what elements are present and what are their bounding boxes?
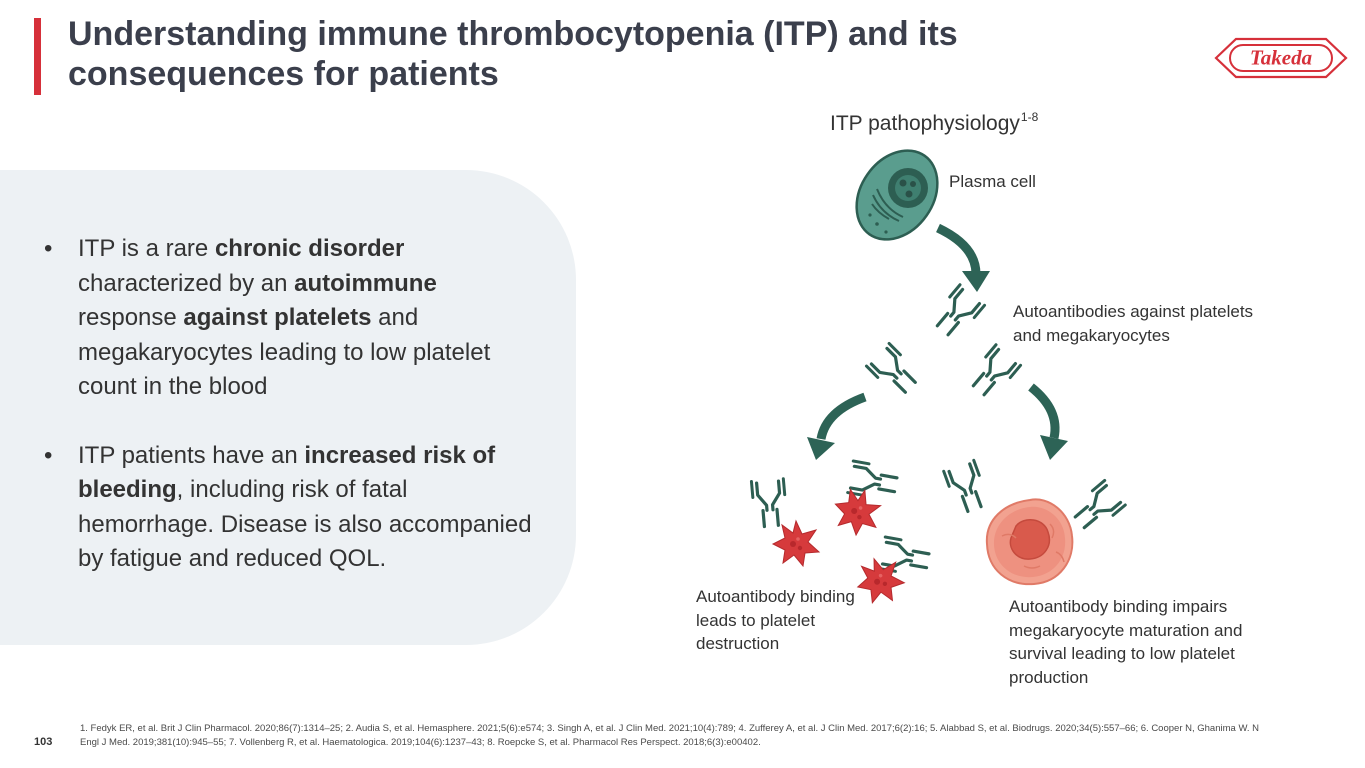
antibody-icon xyxy=(942,458,992,517)
megakaryocyte-impairment-label: Autoantibody binding impairs megakaryocy… xyxy=(1009,597,1243,687)
plasma-cell-label: Plasma cell xyxy=(949,172,1036,191)
bullet-text: , including risk of fatal hemorrhage. Di… xyxy=(78,476,532,572)
antibody-icon xyxy=(864,341,924,401)
page-number: 103 xyxy=(34,736,53,748)
bullet-text: ITP is a rare xyxy=(78,235,215,262)
platelet-destruction-label: Autoantibody binding leads to platelet d… xyxy=(696,587,855,653)
platelet-icon xyxy=(827,482,887,542)
bullet-text: characterized by an xyxy=(78,269,295,297)
bullet-text: ITP patients have an xyxy=(78,441,305,469)
antibody-icon xyxy=(1067,478,1127,537)
bullet-list: ITP is a rare chronic disorder character… xyxy=(42,232,542,611)
plasma-cell-icon xyxy=(855,149,939,241)
bullet-emphasis-text: increased risk of bleeding xyxy=(78,441,496,504)
arrow-to-megakaryocyte xyxy=(1028,383,1068,460)
slide-title: Understanding immune thrombocytopenia (I… xyxy=(68,15,958,93)
antibody-icon xyxy=(846,459,901,503)
arrow-plasma-to-antibodies xyxy=(936,223,990,292)
logo-wordmark: Takeda xyxy=(1250,46,1312,70)
bullet-text: response xyxy=(78,304,184,331)
title-accent-bar xyxy=(34,18,41,95)
bullet-emphasis-text: chronic disorder xyxy=(214,235,405,262)
diagram-title-text: ITP pathophysiology xyxy=(830,112,1020,135)
takeda-logo: Takeda xyxy=(1214,37,1348,79)
bullet-emphasis-text: against platelets xyxy=(183,304,372,331)
diagram-title-citation: 1-8 xyxy=(1020,110,1039,124)
antibody-icon xyxy=(928,283,987,343)
platelet-icon xyxy=(772,520,820,567)
megakaryocyte-icon xyxy=(985,498,1074,586)
diagram-title: ITP pathophysiology1-8 xyxy=(830,110,1038,136)
arrow-to-destruction xyxy=(807,392,867,460)
bullet-text: and megakaryocytes leading to low platel… xyxy=(78,304,491,400)
antibody-icon xyxy=(749,477,789,529)
bullet-item: ITP patients have an increased risk of b… xyxy=(42,439,542,577)
references-footnote: 1. Fedyk ER, et al. Brit J Clin Pharmaco… xyxy=(80,723,1260,748)
bullet-emphasis-text: autoimmune xyxy=(294,269,437,297)
bullet-item: ITP is a rare chronic disorder character… xyxy=(42,232,542,405)
antibody-icon xyxy=(964,343,1023,403)
autoantibodies-label: Autoantibodies against platelets and meg… xyxy=(1013,302,1254,345)
